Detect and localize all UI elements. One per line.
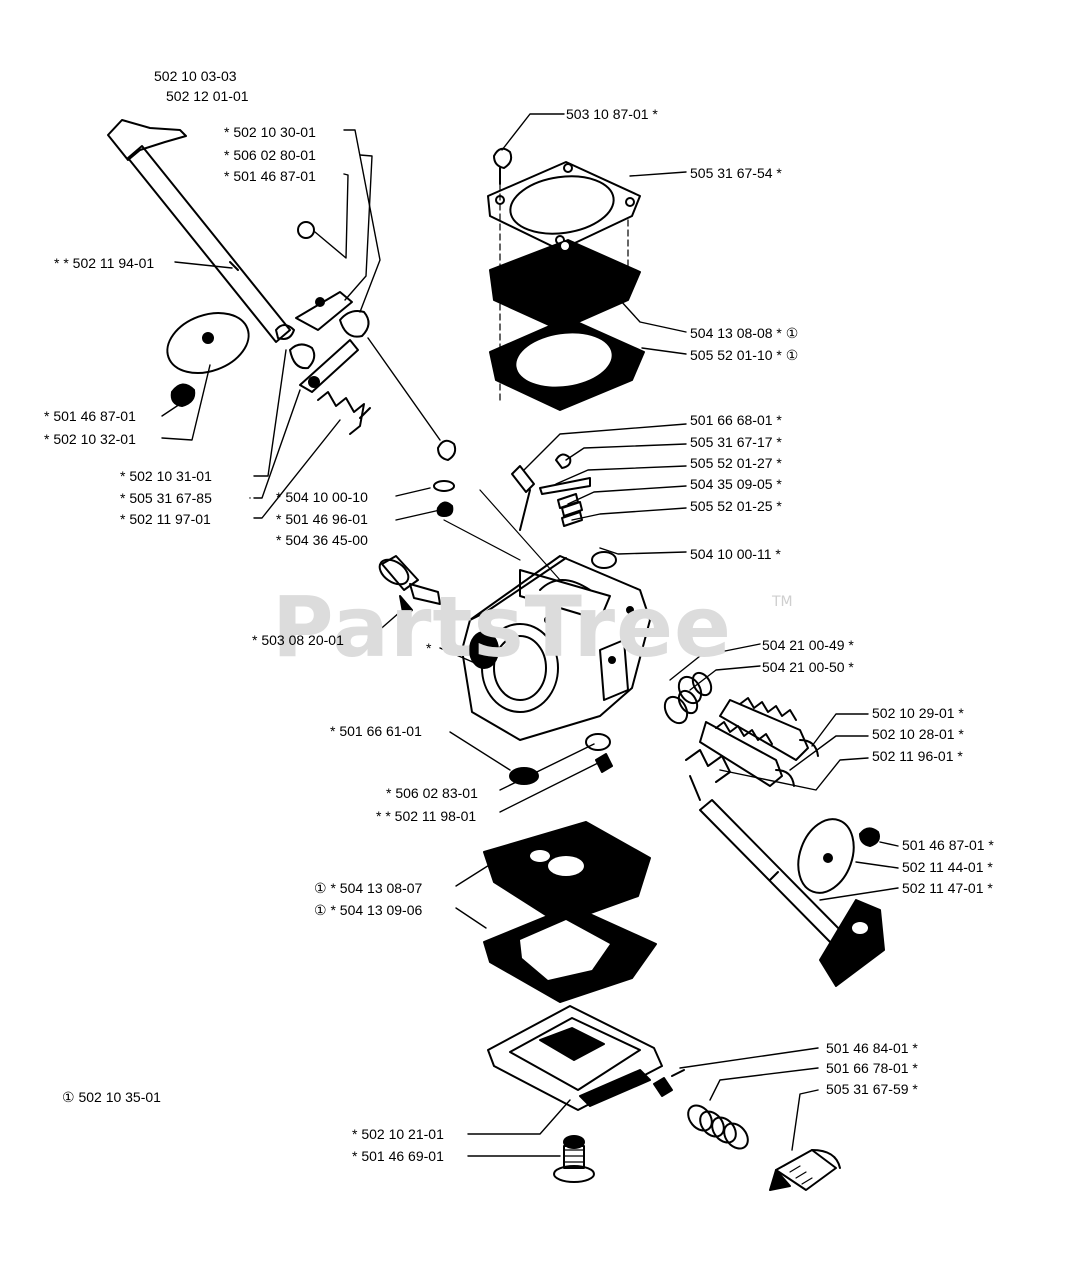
part-label-504210050: 504 21 00-50 * — [762, 659, 854, 675]
needle-spring-part — [685, 749, 731, 801]
part-label-504100010: * 504 10 00-10 — [276, 489, 368, 505]
check-valve-parts — [433, 439, 521, 561]
part-label-502114701: 502 11 47-01 * — [902, 880, 993, 896]
part-label-501466901: * 501 46 69-01 — [352, 1148, 444, 1164]
part-label-505316785: * 505 31 67-85 — [120, 490, 212, 506]
part-label-506028301: * 506 02 83-01 — [386, 785, 478, 801]
throttle-screw-part — [859, 827, 880, 847]
adjusting-needles-part — [699, 697, 819, 787]
part-label-502119701: * 502 11 97-01 — [120, 511, 211, 527]
pump-cover-screw-part — [493, 147, 513, 185]
part-label-501469601: * 501 46 96-01 — [276, 511, 368, 527]
part-label-504130807: ① * 504 13 08-07 — [314, 880, 423, 896]
pump-gasket-part — [489, 317, 645, 411]
choke-screw-part — [170, 383, 196, 407]
metering-cover-part — [487, 1005, 663, 1111]
part-label-505316759: 505 31 67-59 * — [826, 1081, 918, 1097]
footnote-kit-number: ① 502 10 35-01 — [62, 1089, 161, 1105]
throttle-lever-part — [819, 899, 885, 987]
choke-valve-plate-part — [166, 312, 250, 374]
metering-lever-part — [539, 453, 591, 527]
part-label-501666101: * 501 66 61-01 — [330, 723, 422, 739]
part-label-504364500: * 504 36 45-00 — [276, 532, 368, 548]
part-label-502102801: 502 10 28-01 * — [872, 726, 964, 742]
part-label-504100011: 504 10 00-11 * — [690, 546, 781, 562]
part-label-504130906: ① * 504 13 09-06 — [314, 902, 423, 918]
part-label-501468701-a: * 501 46 87-01 — [224, 168, 316, 184]
part-label-502114401: 502 11 44-01 * — [902, 859, 993, 875]
idle-nipple-part — [653, 1069, 685, 1097]
part-label-502102101: * 502 10 21-01 — [352, 1126, 444, 1142]
inlet-needle-part — [511, 465, 535, 531]
cover-screw-part — [553, 1135, 595, 1183]
part-label-503082001: * 503 08 20-01 — [252, 632, 344, 648]
watermark: PartsTree — [272, 578, 733, 676]
part-label-505316754: 505 31 67-54 * — [690, 165, 782, 181]
part-label-501468401: 501 46 84-01 * — [826, 1040, 918, 1056]
part-label-502103201: * 502 10 32-01 — [44, 431, 136, 447]
carburetor-body-part — [461, 551, 651, 741]
part-label-502119601: 502 11 96-01 * — [872, 748, 963, 764]
part-label-502102901: 502 10 29-01 * — [872, 705, 964, 721]
throttle-valve-plate-part — [797, 818, 855, 894]
part-label-505316717: 505 31 67-17 * — [690, 434, 782, 450]
idle-spring-part — [687, 1104, 749, 1150]
part-label-505520110: 505 52 01-10 * ① — [690, 347, 799, 363]
part-label-body-asterisk: * — [426, 640, 432, 656]
watermark-tm: TM — [772, 594, 793, 610]
part-label-503108701: 503 10 87-01 * — [566, 106, 658, 122]
metering-gasket-part — [483, 905, 657, 1003]
part-label-505520127: 505 52 01-27 * — [690, 455, 782, 471]
part-label-501468701-c: 501 46 87-01 * — [902, 837, 994, 853]
idle-screw-part — [769, 1149, 841, 1191]
pump-cover-part — [487, 161, 641, 251]
part-label-505520125: 505 52 01-25 * — [690, 498, 782, 514]
part-label-501667801: 501 66 78-01 * — [826, 1060, 918, 1076]
fuel-inlet-fitting-part — [378, 555, 441, 619]
choke-shaft-part — [107, 119, 295, 343]
part-label-502119801: * * 502 11 98-01 — [376, 808, 477, 824]
part-label-502119401: * * 502 11 94-01 — [54, 255, 155, 271]
part-label-504350905: 504 35 09-05 * — [690, 476, 782, 492]
welch-plug-part — [509, 767, 539, 785]
part-label-502103101: * 502 10 31-01 — [120, 468, 212, 484]
part-label-504210049: 504 21 00-49 * — [762, 637, 854, 653]
choke-spring-part — [317, 391, 371, 435]
choke-lever-part — [289, 221, 370, 393]
model-code-2: 502 12 01-01 — [166, 88, 249, 104]
needle-seal-rings-part — [663, 671, 713, 725]
part-label-504130808: 504 13 08-08 * ① — [690, 325, 799, 341]
part-label-501666801: 501 66 68-01 * — [690, 412, 782, 428]
part-label-501468701-b: * 501 46 87-01 — [44, 408, 136, 424]
metering-diaphragm-part — [483, 821, 651, 925]
part-label-502103001: * 502 10 30-01 — [224, 124, 316, 140]
part-label-506028001: * 506 02 80-01 — [224, 147, 316, 163]
pump-diaphragm-part — [489, 239, 641, 331]
model-code-1: 502 10 03-03 — [154, 68, 237, 84]
nipple-part — [585, 733, 613, 773]
